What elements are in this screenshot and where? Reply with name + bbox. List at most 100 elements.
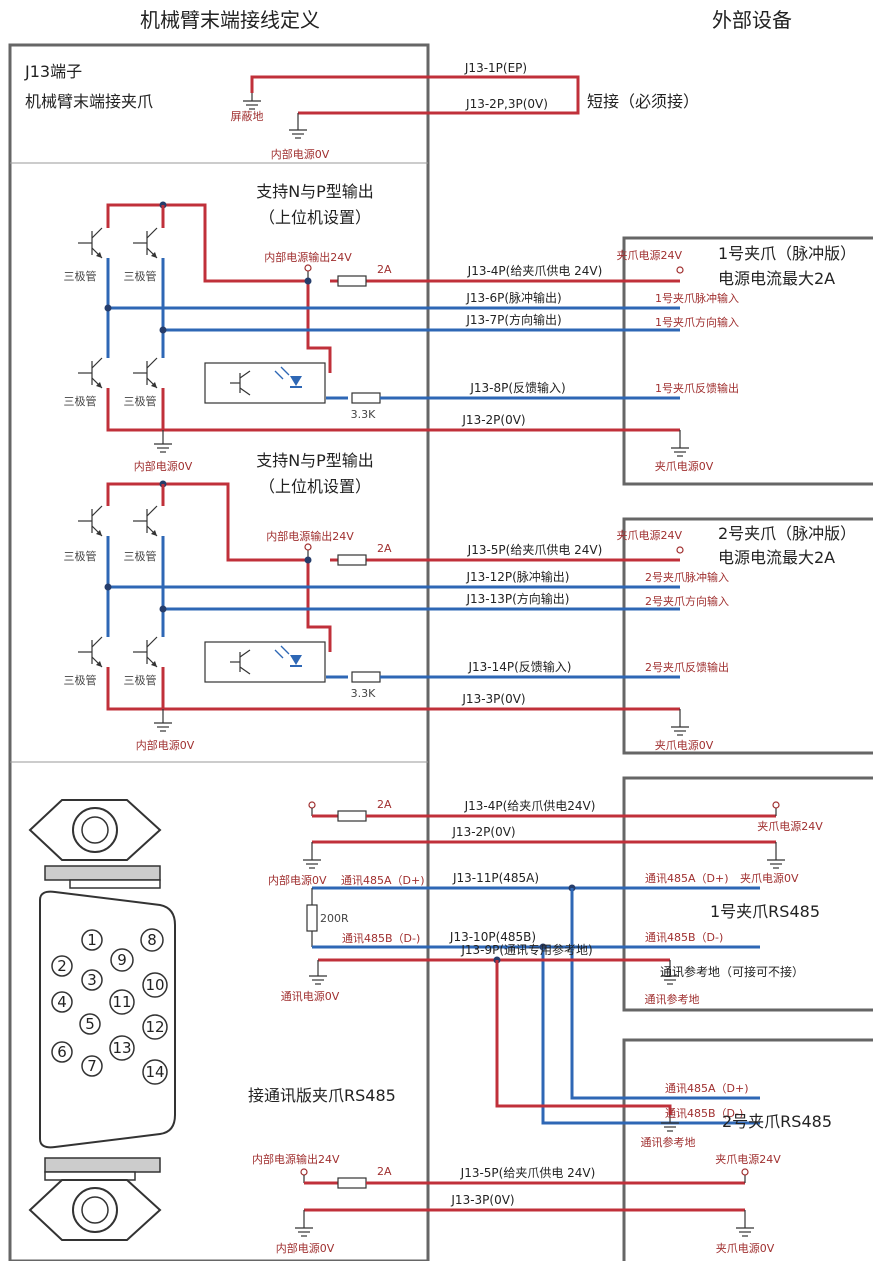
dev-sub: 电源电流最大2A xyxy=(718,269,835,288)
section1-desc: 机械臂末端接夹爪 xyxy=(25,92,153,111)
g1-pwr-label: 夹爪电源24V xyxy=(757,819,823,833)
fuse-label: 2A xyxy=(377,542,392,555)
comm-gnd-label: 通讯电源0V xyxy=(281,989,340,1003)
g1-title: 1号夹爪RS485 xyxy=(710,902,820,921)
dev-fb-label: 2号夹爪反馈输出 xyxy=(645,660,729,674)
wire-485a: J13-11P(485A) xyxy=(452,871,539,885)
pin-number: 1 xyxy=(87,931,97,949)
pin-number: 3 xyxy=(87,971,97,989)
wire-power: J13-4P(给夹爪供电 24V) xyxy=(467,264,603,278)
g1-b-label: 通讯485B（D-) xyxy=(645,931,723,944)
wire-power1: J13-4P(给夹爪供电24V) xyxy=(464,799,596,813)
res-label: 3.3K xyxy=(351,687,376,700)
pin-number: 5 xyxy=(85,1015,95,1033)
shield-ground-label: 屏蔽地 xyxy=(231,110,264,123)
short-note: 短接（必须接） xyxy=(587,92,699,111)
g1-a-label: 通讯485A（D+) xyxy=(645,872,729,885)
dev-gnd-label: 夹爪电源0V xyxy=(655,738,714,752)
dev-dir-label: 1号夹爪方向输入 xyxy=(655,315,739,329)
b-label: 通讯485B（D-) xyxy=(342,932,420,945)
gripper2-pulse-box xyxy=(622,517,873,755)
transistor-label: 三极管 xyxy=(64,673,97,687)
transistor-label: 三极管 xyxy=(64,269,97,283)
wire-power2: J13-5P(给夹爪供电 24V) xyxy=(460,1166,596,1180)
pin-number: 8 xyxy=(147,931,157,949)
dev-title: 2号夹爪（脉冲版） xyxy=(718,524,856,543)
terminal-label: J13端子 xyxy=(24,62,82,81)
gripper2-rs485-box xyxy=(622,1038,873,1261)
wire-ref: J13-9P(通讯专用参考地) xyxy=(460,942,592,957)
pin-number: 11 xyxy=(112,993,131,1011)
internal-gnd-label: 内部电源0V xyxy=(136,738,195,752)
fuse-label: 2A xyxy=(377,798,392,811)
internal-gnd-label: 内部电源0V xyxy=(271,147,330,161)
pulse2-heading: 支持N与P型输出 xyxy=(256,451,374,470)
pin-number: 12 xyxy=(145,1018,164,1036)
wire-gnd1: J13-2P(0V) xyxy=(451,825,515,839)
wire-pulse: J13-12P(脉冲输出) xyxy=(465,569,569,584)
wire-j13-1p: J13-1P(EP) xyxy=(464,61,527,75)
dev-title: 1号夹爪（脉冲版） xyxy=(718,244,856,263)
pin-number: 10 xyxy=(145,976,164,994)
pulse2-heading-sub: （上位机设置） xyxy=(259,477,371,496)
dev-dir-label: 2号夹爪方向输入 xyxy=(645,594,729,608)
right-title: 外部设备 xyxy=(712,8,792,32)
g1-gnd-label: 夹爪电源0V xyxy=(740,871,799,885)
gripper1-pulse-box xyxy=(622,236,873,486)
transistor-label: 三极管 xyxy=(124,394,157,408)
pin-number: 2 xyxy=(57,957,67,975)
wire-dir: J13-13P(方向输出) xyxy=(465,591,569,606)
a-label: 通讯485A（D+) xyxy=(341,874,425,887)
transistor-label: 三极管 xyxy=(124,673,157,687)
wire-dir: J13-7P(方向输出) xyxy=(465,312,561,327)
transistor-label: 三极管 xyxy=(124,549,157,563)
wire-gnd: J13-3P(0V) xyxy=(461,692,525,706)
pin-number: 6 xyxy=(57,1043,67,1061)
pulse1-heading-sub: （上位机设置） xyxy=(259,208,371,227)
pin-number: 7 xyxy=(87,1057,97,1075)
int-gnd-label: 内部电源0V xyxy=(276,1241,335,1255)
wire-power: J13-5P(给夹爪供电 24V) xyxy=(467,543,603,557)
g2-b-label: 通讯485B（D-) xyxy=(665,1107,743,1120)
dev-pulse-label: 1号夹爪脉冲输入 xyxy=(655,291,739,305)
d-sub-connector-icon: 1 2 3 4 5 6 7 8 9 10 11 12 13 1 xyxy=(28,799,176,1241)
wire-j13-2p3p: J13-2P,3P(0V) xyxy=(465,97,548,111)
pulse1-heading: 支持N与P型输出 xyxy=(256,182,374,201)
wire-fb: J13-14P(反馈输入) xyxy=(467,659,571,674)
fuse-label: 2A xyxy=(377,263,392,276)
g1-ref-label: 通讯参考地 xyxy=(645,992,700,1006)
wire-pulse: J13-6P(脉冲输出) xyxy=(465,290,561,305)
res-label: 3.3K xyxy=(351,408,376,421)
wire-gnd2: J13-3P(0V) xyxy=(450,1193,514,1207)
dev-pwr-label: 夹爪电源24V xyxy=(616,248,682,262)
transistor-label: 三极管 xyxy=(124,269,157,283)
wire-485b: J13-10P(485B) xyxy=(449,930,536,944)
transistor-label: 三极管 xyxy=(64,549,97,563)
gripper1-rs485-box xyxy=(622,776,873,1012)
pwr-out-label: 内部电源输出24V xyxy=(264,250,352,264)
g3-pwr-label: 夹爪电源24V xyxy=(715,1152,781,1166)
dev-fb-label: 1号夹爪反馈输出 xyxy=(655,381,739,395)
pwr-out-label: 内部电源输出24V xyxy=(266,529,354,543)
g2-ref-label: 通讯参考地 xyxy=(641,1135,696,1149)
pin-number: 4 xyxy=(57,993,67,1011)
fuse-label: 2A xyxy=(377,1165,392,1178)
pwr-out-label: 内部电源输出24V xyxy=(252,1152,340,1166)
g1-ref-note: 通讯参考地（可接可不接） xyxy=(660,964,804,979)
robot-end-box xyxy=(8,43,430,1261)
wire-fb: J13-8P(反馈输入) xyxy=(469,380,565,395)
dev-pulse-label: 2号夹爪脉冲输入 xyxy=(645,570,729,584)
left-title: 机械臂末端接线定义 xyxy=(140,8,320,32)
g2-a-label: 通讯485A（D+) xyxy=(665,1082,749,1095)
transistor-label: 三极管 xyxy=(64,394,97,408)
dev-sub: 电源电流最大2A xyxy=(718,548,835,567)
g3-gnd-label: 夹爪电源0V xyxy=(716,1241,775,1255)
rs485-heading: 接通讯版夹爪RS485 xyxy=(248,1086,396,1105)
pin-number: 14 xyxy=(145,1063,164,1081)
wire-gnd: J13-2P(0V) xyxy=(461,413,525,427)
int-gnd-label: 内部电源0V xyxy=(268,873,327,887)
g2-title: 2号夹爪RS485 xyxy=(722,1112,832,1131)
internal-gnd-label: 内部电源0V xyxy=(134,459,193,473)
res-label: 200R xyxy=(320,912,349,925)
